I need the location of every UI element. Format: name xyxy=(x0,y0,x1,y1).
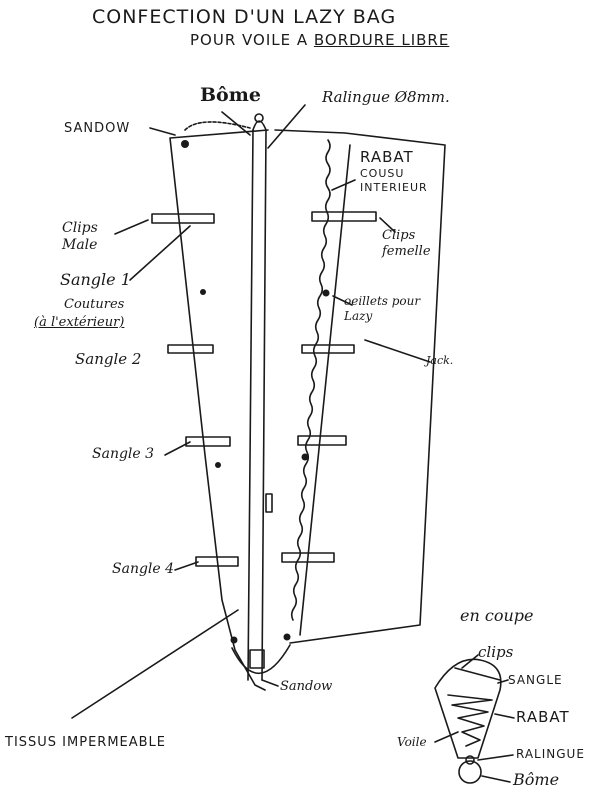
title-line-2-prefix: POUR VOILE A xyxy=(190,31,309,49)
title-line-2: POUR VOILE A BORDURE LIBRE xyxy=(190,33,449,48)
arrow-sandow-bottom xyxy=(261,679,279,687)
oeillet-2 xyxy=(301,453,309,461)
arrow-oeillets xyxy=(332,295,353,306)
arrow-clips-male xyxy=(114,219,149,235)
arrow-clips-femelle xyxy=(379,217,396,233)
arrow-cs-sangle xyxy=(497,679,509,684)
label-clips-male: Clips Male xyxy=(62,220,98,253)
arrow-cs-bome xyxy=(481,775,511,783)
eyelet-bottom-right xyxy=(283,633,291,641)
boom-tip xyxy=(254,113,264,123)
cs-label-rabat: RABAT xyxy=(516,708,570,726)
oeillet-1 xyxy=(322,289,330,297)
arrow-tissus xyxy=(71,609,239,719)
arrow-cs-rabat xyxy=(494,713,515,719)
boom-bottom xyxy=(231,644,291,674)
arrow-bome xyxy=(221,111,251,136)
clip-left-1 xyxy=(151,213,215,224)
cross-section-bag xyxy=(434,658,502,759)
label-jack: Jack. xyxy=(426,354,454,367)
clip-left-3 xyxy=(185,436,231,447)
label-rabat: RABAT xyxy=(360,148,414,166)
boom-right-line xyxy=(261,129,267,681)
label-bome-top: Bôme xyxy=(200,84,261,106)
arrow-jack xyxy=(364,339,431,363)
label-sangle-2: Sangle 2 xyxy=(75,350,142,368)
label-sandow-bottom: Sandow xyxy=(280,679,333,694)
arrow-cs-clips xyxy=(461,654,479,669)
arrow-sangle-4 xyxy=(174,561,199,571)
eyelet-top-left xyxy=(181,140,189,148)
label-oeillets: oeillets pour Lazy xyxy=(344,294,421,323)
eyelet-left-mid xyxy=(200,289,206,295)
arrow-sangle-3 xyxy=(164,441,191,456)
clip-right-3 xyxy=(297,435,347,446)
cross-section-boom-circle xyxy=(458,760,482,784)
label-sandow-top: SANDOW xyxy=(64,121,131,136)
label-sangle-3: Sangle 3 xyxy=(92,446,155,462)
cs-label-title: en coupe xyxy=(460,606,534,625)
label-a-l-exterieur: (à l'extérieur) xyxy=(34,315,125,330)
label-ralingue-top: Ralingue Ø8mm. xyxy=(322,88,450,106)
arrow-sangle-1 xyxy=(129,225,191,281)
boom-tab xyxy=(265,493,273,513)
arrow-cousu xyxy=(331,179,356,191)
label-cousu-interieur: COUSU INTERIEUR xyxy=(360,167,428,194)
arrow-sandow-top xyxy=(149,127,176,136)
arrow-cs-voile xyxy=(434,731,459,743)
label-sangle-1: Sangle 1 xyxy=(60,270,131,289)
cs-label-sangle: SANGLE xyxy=(508,673,563,687)
eyelet-bottom-left xyxy=(230,636,238,644)
boom-bottom-fitting xyxy=(249,649,265,669)
cs-label-bome: Bôme xyxy=(513,770,560,789)
sandow-line-top xyxy=(184,121,251,131)
eyelet-left-low xyxy=(215,462,221,468)
label-tissus: TISSUS IMPERMEABLE xyxy=(5,735,167,750)
arrow-cs-ralingue xyxy=(477,754,514,761)
label-sangle-4: Sangle 4 xyxy=(112,561,175,577)
label-clips-femelle: Clips femelle xyxy=(382,228,431,259)
boom-left-line xyxy=(247,129,254,681)
boom-top xyxy=(252,120,267,131)
clip-left-4 xyxy=(195,556,239,567)
cs-label-voile: Voile xyxy=(397,735,427,749)
arrow-ralingue xyxy=(267,104,306,149)
right-panel-outline xyxy=(274,129,446,644)
clip-right-1 xyxy=(311,211,377,222)
cross-section-clip-line xyxy=(454,667,501,681)
left-panel-outline xyxy=(169,129,269,691)
label-coutures: Coutures xyxy=(64,297,125,312)
cross-section-ralingue-circle xyxy=(465,755,475,765)
title-line-2-underlined: BORDURE LIBRE xyxy=(313,31,450,49)
clip-left-2 xyxy=(167,344,214,354)
title-line-1: CONFECTION D'UN LAZY BAG xyxy=(92,6,397,28)
clip-right-2 xyxy=(301,344,355,354)
cs-label-clips: clips xyxy=(478,643,514,661)
clip-right-4 xyxy=(281,552,335,563)
cs-label-ralingue: RALINGUE xyxy=(516,747,585,761)
cross-section-sail xyxy=(447,694,493,747)
